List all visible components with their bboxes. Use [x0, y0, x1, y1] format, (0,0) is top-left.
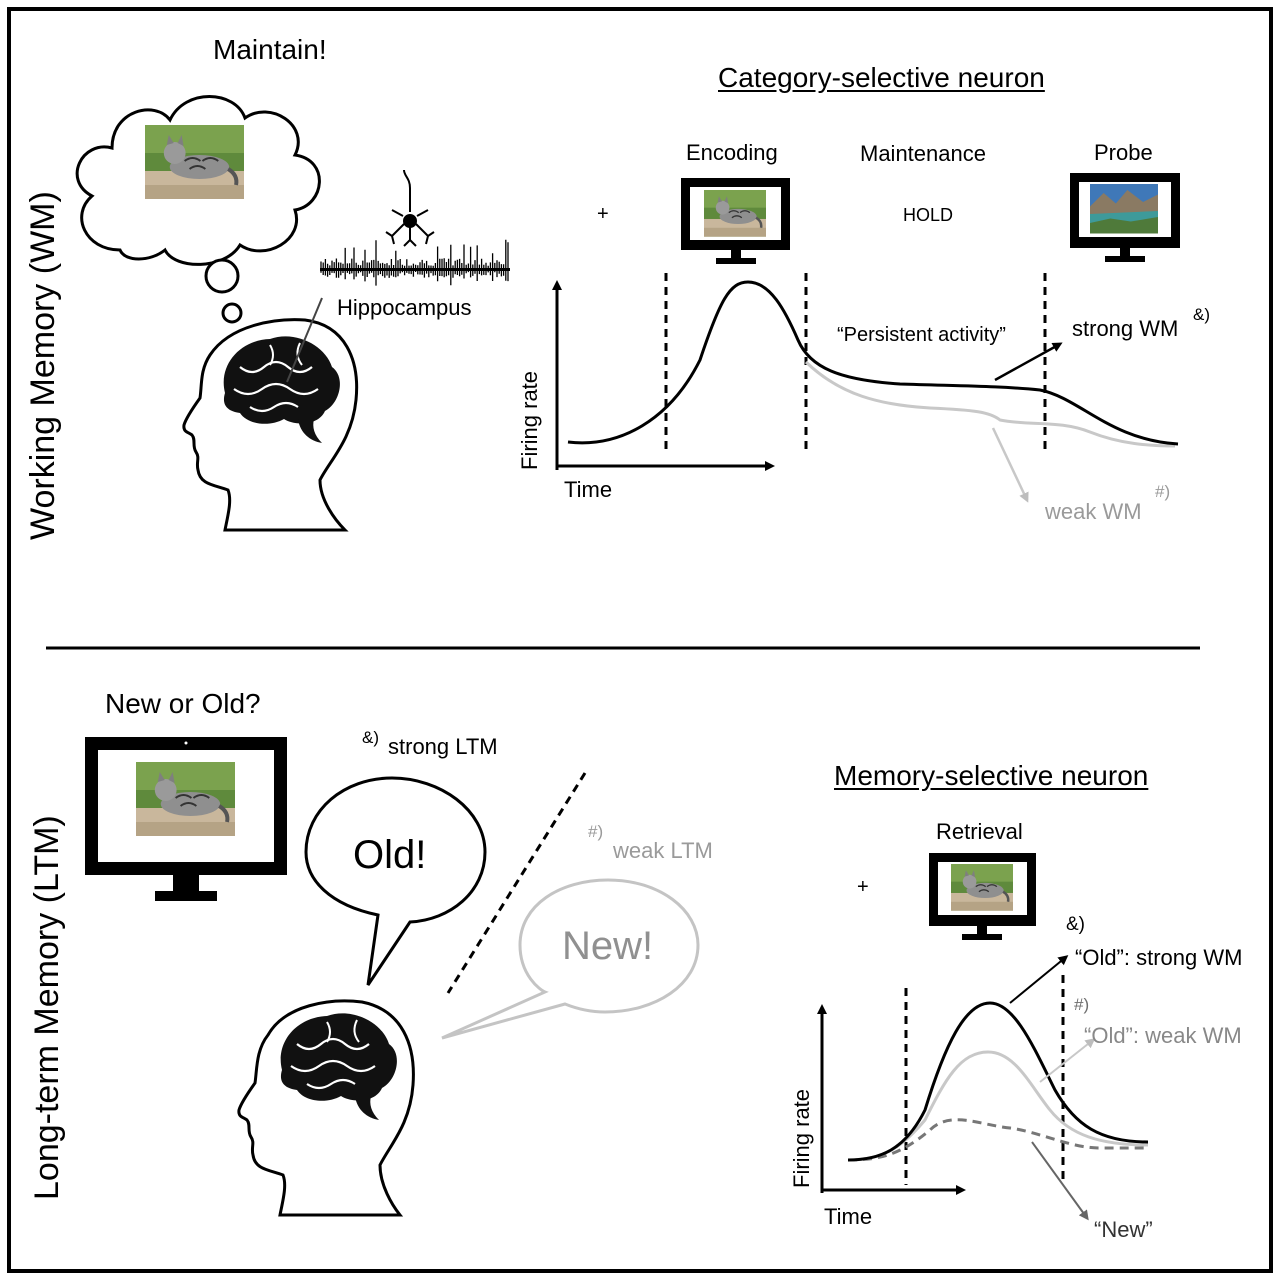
- strong-ltm-mark: &): [362, 728, 379, 747]
- ltm-y-axis-label: Firing rate: [789, 1088, 814, 1188]
- speech-bubble-icon: [304, 776, 487, 986]
- divider-dashed-line: [446, 772, 587, 994]
- strong-wm-arrow: [994, 342, 1063, 382]
- old-weak-label: “Old”: weak WM: [1084, 1023, 1242, 1048]
- new-label: “New”: [1094, 1217, 1153, 1242]
- ltm-x-axis-label: Time: [824, 1204, 873, 1229]
- electrode-line: [286, 297, 323, 383]
- strong-wm-label: strong WM: [1072, 316, 1179, 341]
- maintenance-label: Maintenance: [860, 141, 986, 166]
- new-bubble-text: New!: [562, 924, 654, 968]
- weak-wm-arrow: [991, 427, 1029, 503]
- strong-wm-trace: [567, 280, 1179, 446]
- speech-bubble-icon: [441, 878, 700, 1040]
- old-strong-label: “Old”: strong WM: [1075, 945, 1243, 970]
- old-strong-mark: &): [1066, 914, 1085, 935]
- neuron-icon: [385, 169, 435, 247]
- old-strong-arrow: [1009, 955, 1069, 1004]
- strong-wm-mark: &): [1193, 305, 1210, 324]
- cat-photo-icon: [143, 123, 246, 201]
- wm-fixation-cross: +: [597, 203, 609, 225]
- hold-label: HOLD: [903, 205, 954, 225]
- probe-label: Probe: [1094, 140, 1153, 165]
- old-weak-arrow: [1039, 1038, 1096, 1083]
- wm-y-axis-label: Firing rate: [517, 370, 542, 470]
- weak-wm-label: weak WM: [1045, 499, 1142, 524]
- old-bubble-text: Old!: [353, 833, 427, 877]
- maintain-label: Maintain!: [213, 34, 327, 65]
- spike-trace: [320, 239, 510, 286]
- cat-photo-icon: [134, 760, 237, 838]
- weak-wm-trace: [804, 360, 1176, 448]
- strong-ltm-label: strong LTM: [388, 734, 498, 759]
- old-weak-mark: #): [1074, 995, 1090, 1014]
- weak-ltm-mark: #): [588, 822, 604, 841]
- old-weak-trace: [847, 1050, 1149, 1162]
- ltm-side-label: Long-term Memory (LTM): [28, 815, 66, 1200]
- encoding-label: Encoding: [686, 140, 778, 165]
- cat-photo-icon: [702, 188, 768, 238]
- hippocampus-label: Hippocampus: [337, 295, 472, 320]
- new-trace: [847, 1118, 1148, 1162]
- persistent-activity-label: “Persistent activity”: [837, 324, 1006, 346]
- outer-border: [7, 7, 1273, 1273]
- retrieval-label: Retrieval: [936, 819, 1023, 844]
- old-strong-trace: [847, 1001, 1149, 1162]
- ltm-axes: [817, 1004, 966, 1195]
- landscape-photo-icon: [1090, 184, 1158, 234]
- wm-axes: [552, 280, 775, 471]
- ltm-fixation-cross: +: [857, 876, 869, 898]
- wm-x-axis-label: Time: [564, 477, 613, 502]
- new-or-old-question: New or Old?: [105, 688, 261, 719]
- wm-side-label: Working Memory (WM): [24, 191, 62, 540]
- memory-neuron-title: Memory-selective neuron: [834, 760, 1149, 791]
- weak-wm-mark: #): [1155, 482, 1171, 501]
- category-neuron-title: Category-selective neuron: [718, 62, 1045, 93]
- weak-ltm-label: weak LTM: [613, 838, 713, 863]
- new-arrow: [1031, 1141, 1089, 1221]
- cat-photo-icon: [949, 862, 1015, 912]
